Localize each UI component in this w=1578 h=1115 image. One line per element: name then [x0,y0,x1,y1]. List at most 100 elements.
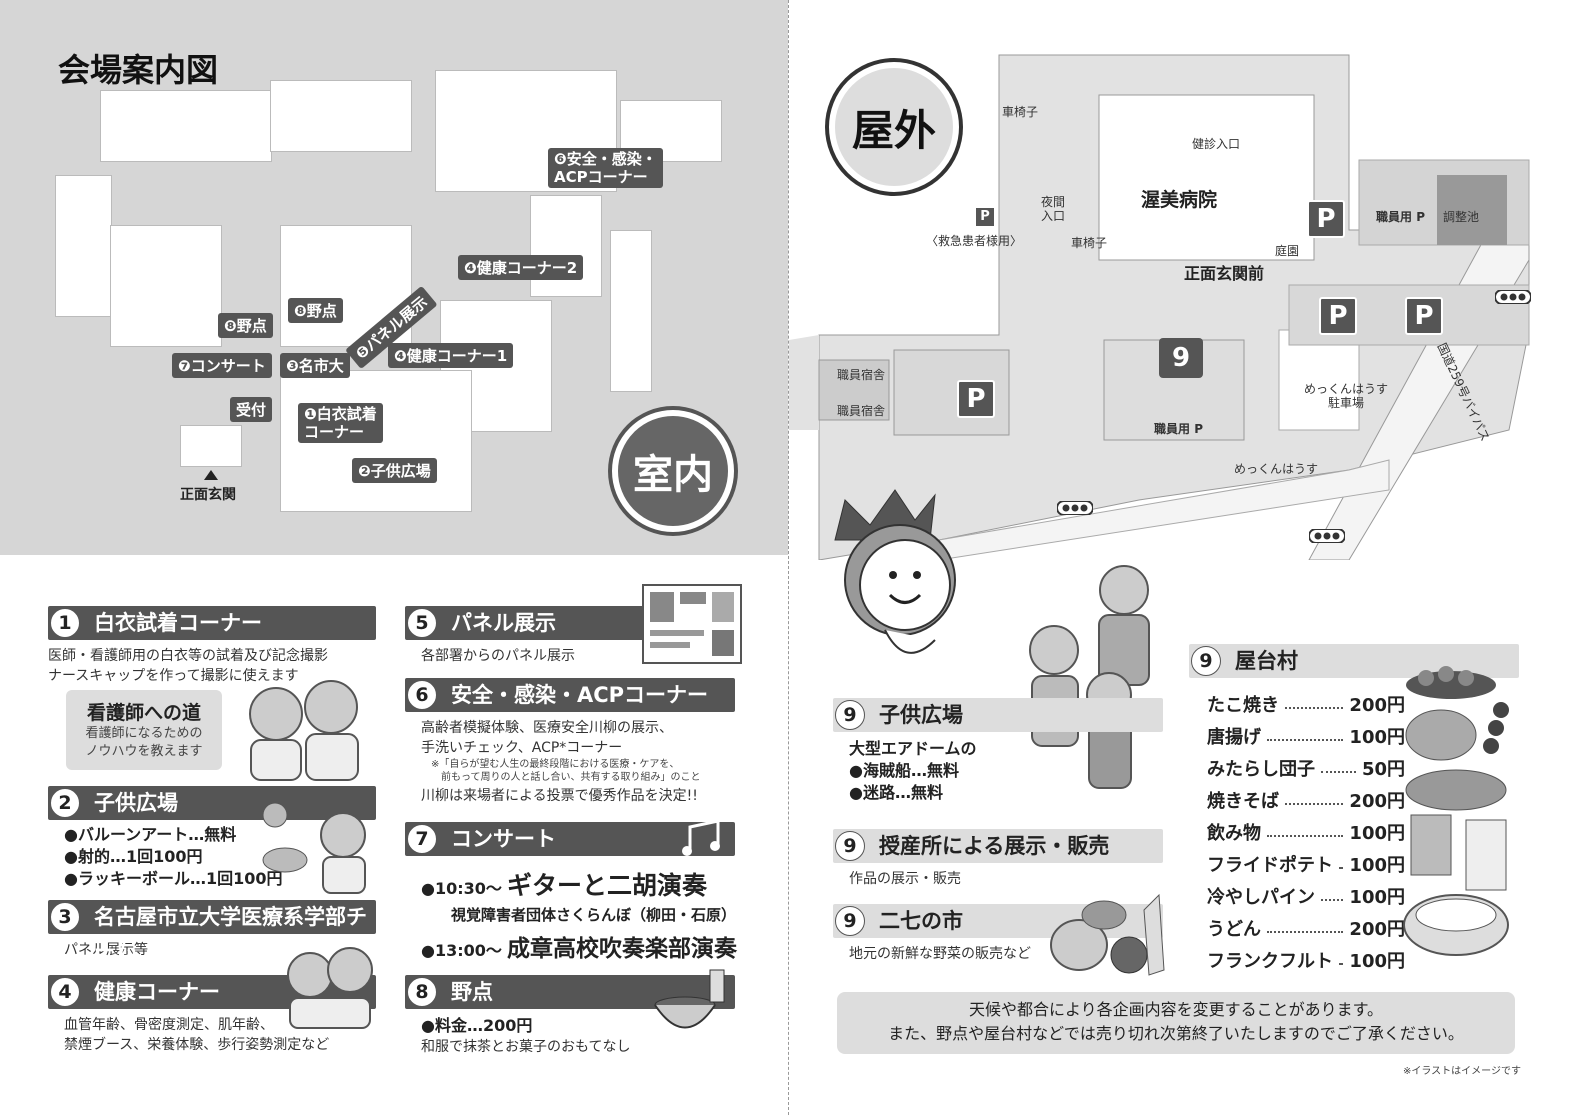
section-title: 二七の市 [879,909,963,933]
nurse-box: 看護師への道 看護師になるための ノウハウを教えます [66,690,222,770]
section-3: 3 名古屋市立大学医療系学部チーム パネル展示等 [48,900,376,963]
traffic-light-icon [1309,529,1345,543]
illustration-note: ※イラストはイメージです [1403,1066,1521,1077]
outdoor-map-roads [789,54,1530,560]
map-title: 会場案内図 [58,51,219,89]
label-front-entrance: 正面玄関前 [1184,264,1265,283]
section-number: 9 [835,906,865,936]
section-title: 野点 [451,980,493,1004]
traffic-light-icon [1495,290,1531,304]
concert-time: ●13:00～ [421,941,502,960]
label-corner-8a: ❽野点 [218,313,273,338]
section-title: 安全・感染・ACPコーナー [451,683,709,707]
label-night-entrance: 夜間 入口 [1041,195,1066,223]
nurse-box-title: 看護師への道 [86,702,201,724]
label-checkup-entrance: 健診入口 [1192,137,1241,151]
section-number: 1 [50,608,80,638]
nurses-illustration-icon [249,680,359,781]
label-adjust-pond: 調整池 [1443,210,1480,224]
label-hospital: 渥美病院 [1141,189,1218,211]
section-text: 各部署からのパネル展示 [421,648,575,664]
vegetables-icon [1050,893,1165,976]
mascot-icon [834,489,956,654]
indoor-map: 会場案内図 ❻安全・感染・ ACPコーナー ❹健康コーナー2 ❽野点 ❽野点 ❺… [0,0,788,555]
section-1: 1 白衣試着コーナー 医師・看護師用の白衣等の試着及び記念撮影 ナースキャップを作… [48,606,376,686]
label-wheelchair: 車椅子 [1071,236,1108,250]
traffic-light-icon [1057,501,1093,515]
entrance-arrow-icon [204,470,218,480]
list-item: ●バルーンアート…無料 [64,825,237,844]
emergency-parking-icon: P [976,208,994,226]
section-number: 9 [835,700,865,730]
label-corner-4b: ❹健康コーナー2 [458,255,584,280]
section-number: 9 [835,831,865,861]
section-title: 授産所による展示・販売 [879,834,1110,858]
section-9-workshop: 9 授産所による展示・販売 作品の展示・販売 [833,829,1163,889]
label-staff-dorm: 職員宿舎 [837,368,886,382]
nurse-box-text: 看護師になるための ノウハウを教えます [85,726,203,759]
label-emergency-parking: 〈救急患者様用〉 [926,234,1023,248]
section-text: 作品の展示・販売 [849,871,961,887]
concert-act: ギターと二胡演奏 [507,871,708,900]
label-reception: 受付 [230,397,273,422]
indoor-badge: 室内 [612,410,734,532]
section-number: 5 [407,608,437,638]
tea-price: ●料金…200円 [421,1016,533,1035]
left-page: 会場案内図 ❻安全・感染・ ACPコーナー ❹健康コーナー2 ❽野点 ❽野点 ❺… [0,0,788,1055]
label-corner-1: ❶白衣試着 コーナー [298,403,383,443]
section-title: 健康コーナー [94,980,220,1004]
parking-icon: P [1405,297,1443,335]
music-note-icon [682,819,720,856]
label-corner-7: ❼コンサート [172,353,272,378]
label-garden: 庭園 [1275,244,1300,258]
panel-board-icon [642,584,742,664]
section-number: 3 [50,902,80,932]
section-number: 2 [50,788,80,818]
label-mekkun-house: めっくんはうす [1234,462,1319,476]
section-number: 4 [50,977,80,1007]
list-item: ●海賊船…無料 [849,761,959,780]
section-text: 医師・看護師用の白衣等の試着及び記念撮影 ナースキャップを作って撮影に使えます [48,648,328,684]
label-corner-3: ❸名市大 [280,353,350,378]
list-item: ●迷路…無料 [849,783,943,802]
label-staff-parking-1: 職員用 P [1376,210,1425,224]
elderly-couple-icon [287,947,373,1029]
list-item: ●ラッキーボール…1回100円 [64,869,283,888]
section-text: 高齢者模擬体験、医療安全川柳の展示、 手洗いチェック、ACP*コーナー [421,720,673,756]
section-title: 白衣試着コーナー [94,611,262,635]
section-text: パネル展示等 [64,940,376,960]
concert-act: 成章高校吹奏楽部演奏 [507,936,737,962]
matcha-bowl-icon [654,969,725,1029]
fold-line [788,0,789,1115]
concert-sub: 視覚障害者団体さくらんぼ（柳田・石原） [451,906,737,924]
notice-box: 天候や都合により各企画内容を変更することがあります。 また、野点や屋台村などでは… [837,992,1515,1054]
section-number: 7 [407,824,437,854]
section-title: 子供広場 [94,791,178,815]
section-text: 和服で抹茶とお菓子のおもてなし [421,1039,631,1055]
label-wheelchair: 車椅子 [1002,105,1039,119]
section-text: 地元の新鮮な野菜の販売など [849,946,1031,962]
right-page: 屋外 渥美病院 健診入口 車椅子 車椅子 夜間 入口 P 〈救急患者様用〉 P … [789,0,1578,1115]
section-number: 6 [407,680,437,710]
section-title: 屋台村 [1235,649,1298,673]
parking-icon: P [1307,200,1345,238]
section-title: 名古屋市立大学医療系学部チーム [94,905,367,963]
section-number: 9 [1191,646,1221,676]
label-staff-parking-2: 職員用 P [1154,422,1203,436]
food-illustration-icon [1403,666,1509,956]
parking-icon: P [1319,297,1357,335]
section-title: パネル展示 [451,611,556,635]
